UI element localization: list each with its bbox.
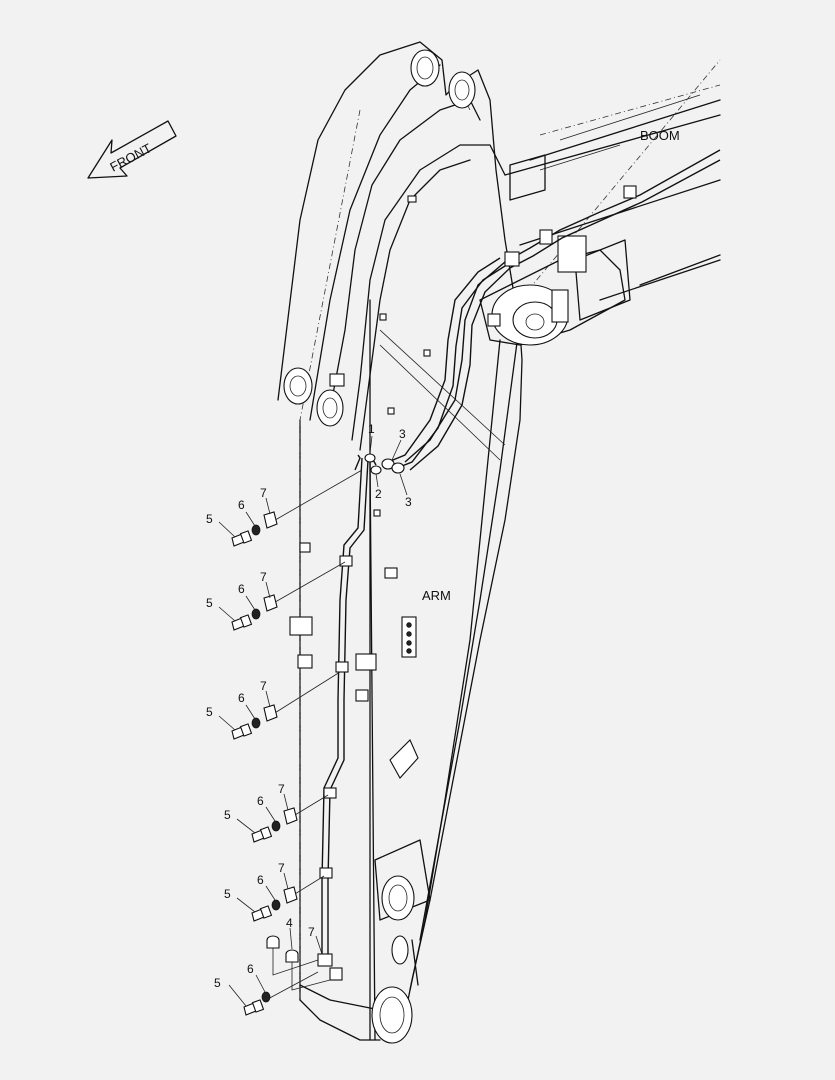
callout-2: 2	[375, 487, 382, 501]
boom-structure: BOOM	[504, 84, 721, 321]
front-arrow: FRONT	[87, 120, 177, 179]
callout-6: 6	[238, 582, 245, 596]
callout-5: 5	[224, 808, 231, 822]
callout-7: 7	[308, 925, 315, 939]
fastener-group-3: 5 6 7	[206, 679, 278, 740]
callout-4: 4	[286, 916, 293, 930]
fastener-group-4: 5 6 7	[224, 782, 298, 843]
tube-assembly	[317, 453, 405, 981]
callout-3: 3	[405, 495, 412, 509]
boom-label: BOOM	[640, 128, 680, 143]
callout-7: 7	[260, 486, 267, 500]
front-label: FRONT	[107, 140, 154, 174]
callout-7: 7	[278, 782, 285, 796]
callout-6: 6	[247, 962, 254, 976]
leader-lines	[265, 469, 363, 1001]
callout-6: 6	[238, 691, 245, 705]
callout-1: 1	[368, 422, 375, 436]
callout-6: 6	[257, 794, 264, 808]
fastener-group-5: 5 6 7	[224, 861, 298, 922]
callout-5: 5	[206, 705, 213, 719]
callout-6: 6	[257, 873, 264, 887]
callout-7: 7	[260, 570, 267, 584]
callout-6: 6	[238, 498, 245, 512]
fastener-group-6: 5 6 7	[214, 925, 323, 1016]
callout-5: 5	[206, 512, 213, 526]
fitting-callouts: 1 2 3 3	[368, 422, 412, 509]
arm-label: ARM	[422, 588, 451, 603]
fastener-group-2: 5 6 7	[206, 570, 278, 631]
callout-3: 3	[399, 427, 406, 441]
callout-7: 7	[278, 861, 285, 875]
fastener-group-1: 5 6 7	[206, 486, 278, 547]
callout-5: 5	[214, 976, 221, 990]
callout-5: 5	[206, 596, 213, 610]
callout-5: 5	[224, 887, 231, 901]
boom-pivot	[479, 235, 626, 346]
callout-7: 7	[260, 679, 267, 693]
hose-assembly	[387, 149, 721, 471]
plug-parts: 4	[266, 916, 299, 963]
arm-structure: ARM	[277, 41, 721, 1044]
